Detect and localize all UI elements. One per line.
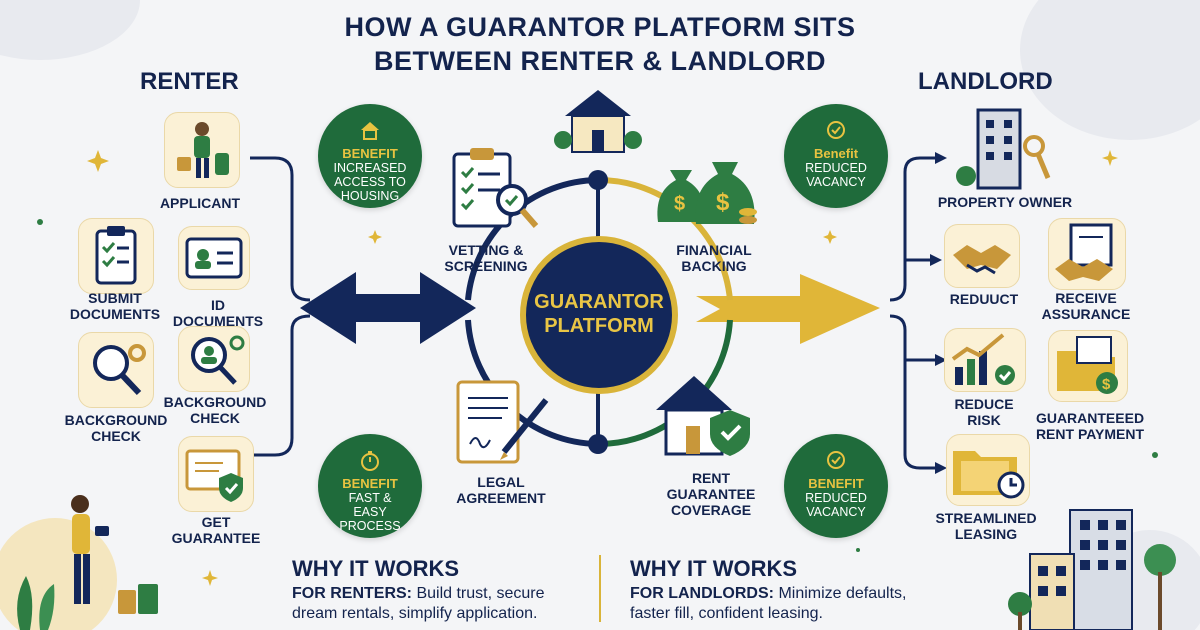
certificate-shield-icon bbox=[185, 449, 243, 502]
house-shield-icon bbox=[656, 376, 750, 456]
sparkle-icons bbox=[87, 150, 1118, 586]
hub-vetting-screening: VETTING & SCREENING bbox=[444, 242, 528, 274]
renter-woman-illustration bbox=[0, 495, 158, 630]
why-renters-lead: FOR RENTERS: bbox=[292, 585, 412, 602]
renter-item-submit-documents: SUBMIT DOCUMENTS bbox=[69, 290, 161, 322]
why-landlords-title: WHY IT WORKS bbox=[630, 556, 798, 581]
benefit-label: BENEFIT bbox=[342, 146, 398, 161]
person-search-icon bbox=[191, 335, 245, 385]
benefit-increased-access: BENEFIT INCREASED ACCESS TO HOUSING bbox=[318, 104, 422, 208]
hub-node-bottom bbox=[588, 434, 608, 454]
renter-item-background-check-2: BACKGROUND CHECK bbox=[163, 394, 267, 426]
svg-text:$: $ bbox=[716, 189, 730, 216]
renter-item-id-documents: ID DOCUMENTS bbox=[172, 297, 264, 329]
reduce-risk-card bbox=[944, 328, 1026, 392]
hub-rent-guarantee-coverage: RENT GUARANTEE COVERAGE bbox=[666, 470, 756, 518]
svg-text:$: $ bbox=[674, 193, 685, 215]
receive-assurance-card bbox=[1048, 218, 1126, 290]
city-buildings-illustration bbox=[1008, 509, 1200, 630]
svg-text:$: $ bbox=[1102, 376, 1111, 393]
benefit-text: FAST & EASY PROCESS bbox=[339, 491, 401, 533]
guaranteed-rent-card: $ bbox=[1048, 330, 1128, 402]
document-handshake-icon bbox=[1055, 223, 1113, 281]
landlord-item-guaranteed-rent: GUARANTEEED RENT PAYMENT bbox=[1035, 410, 1145, 442]
get-guarantee-card bbox=[178, 436, 254, 512]
benefit-text: REDUCED VACANCY bbox=[805, 161, 867, 189]
reduuct-card bbox=[944, 224, 1020, 288]
arrowhead-landlord-3 bbox=[935, 354, 947, 366]
why-renters-text: FOR RENTERS: Build trust, secure dream r… bbox=[292, 584, 588, 624]
clipboard-icon bbox=[95, 226, 137, 285]
folder-coin-icon: $ bbox=[1057, 336, 1118, 394]
home-icon bbox=[361, 122, 379, 140]
why-renters-title: WHY IT WORKS bbox=[292, 556, 460, 581]
benefit-reduced-vacancy-bottom: BENEFIT REDUCED VACANCY bbox=[784, 434, 888, 538]
vetting-checklist-icon bbox=[452, 148, 539, 228]
folder-clock-icon bbox=[953, 451, 1025, 499]
renter-connectors bbox=[250, 156, 311, 457]
benefit-label: BENEFIT bbox=[808, 476, 864, 491]
hub-legal-agreement: LEGAL AGREEMENT bbox=[456, 474, 546, 506]
background-check-left-card bbox=[78, 332, 154, 408]
stopwatch-icon bbox=[361, 451, 379, 471]
arrowhead-landlord-1 bbox=[935, 152, 947, 164]
center-line1: GUARANTOR bbox=[534, 291, 664, 313]
handshake-icon bbox=[953, 245, 1011, 275]
benefit-reduced-vacancy-top: Benefit REDUCED VACANCY bbox=[784, 104, 888, 208]
guarantor-platform-hub: GUARANTOR PLATFORM bbox=[520, 236, 678, 394]
renter-double-arrow bbox=[300, 272, 476, 344]
why-landlords-text: FOR LANDLORDS: Minimize defaults, faster… bbox=[630, 584, 930, 624]
landlord-item-reduuct: REDUUCT bbox=[949, 291, 1019, 307]
benefit-text: INCREASED ACCESS TO HOUSING bbox=[333, 161, 407, 203]
page-title-line1: HOW A GUARANTOR PLATFORM SITS bbox=[344, 12, 856, 42]
renter-heading: RENTER bbox=[140, 68, 239, 95]
landlord-item-streamlined-leasing: STREAMLINED LEASING bbox=[935, 510, 1037, 542]
why-renters-body: Build trust, secure dream rentals, simpl… bbox=[292, 585, 545, 622]
building-keys-icon bbox=[956, 108, 1051, 190]
page-title-line2: BETWEEN RENTER & LANDLORD bbox=[374, 46, 826, 76]
dot-decor bbox=[37, 219, 1158, 552]
id-card-icon bbox=[185, 237, 243, 279]
check-badge-icon bbox=[827, 451, 845, 469]
landlord-item-property-owner: PROPERTY OWNER bbox=[937, 194, 1073, 210]
streamlined-leasing-card bbox=[946, 434, 1030, 506]
arrowhead-landlord-4 bbox=[935, 462, 947, 474]
landlord-connectors bbox=[889, 156, 935, 470]
renter-item-background-check-1: BACKGROUND CHECK bbox=[64, 412, 168, 444]
submit-documents-card bbox=[78, 218, 154, 294]
why-landlords-body: Minimize defaults, faster fill, confiden… bbox=[630, 585, 907, 622]
landlord-item-reduce-risk: REDUCE RISK bbox=[954, 396, 1014, 428]
magnifier-gear-icon bbox=[93, 344, 146, 396]
money-bags-icon: $ $ bbox=[657, 162, 757, 224]
applicant-icon bbox=[177, 122, 229, 178]
landlord-item-receive-assurance: RECEIVE ASSURANCE bbox=[1041, 290, 1131, 322]
benefit-fast-easy: BENEFIT FAST & EASY PROCESS bbox=[318, 434, 422, 538]
chart-growth-icon bbox=[951, 333, 1015, 385]
background-check-right-card bbox=[178, 326, 250, 392]
center-line2: PLATFORM bbox=[544, 315, 654, 337]
arrowhead-landlord-2 bbox=[930, 254, 942, 266]
benefit-text: REDUCED VACANCY bbox=[805, 491, 867, 519]
landlord-heading: LANDLORD bbox=[918, 68, 1053, 95]
renter-item-applicant: APPLICANT bbox=[159, 195, 241, 211]
house-icon bbox=[554, 90, 642, 153]
id-documents-card bbox=[178, 226, 250, 290]
hub-node-top bbox=[588, 170, 608, 190]
check-badge-icon bbox=[827, 121, 845, 139]
hub-financial-backing: FINANCIAL BACKING bbox=[676, 242, 752, 274]
benefit-label: Benefit bbox=[813, 146, 859, 161]
benefit-label: BENEFIT bbox=[342, 476, 398, 491]
landlord-gold-arrow bbox=[696, 274, 880, 344]
legal-document-pen-icon bbox=[456, 380, 549, 464]
applicant-card bbox=[164, 112, 240, 188]
renter-item-get-guarantee: GET GUARANTEE bbox=[171, 514, 261, 546]
why-landlords-lead: FOR LANDLORDS: bbox=[630, 585, 774, 602]
